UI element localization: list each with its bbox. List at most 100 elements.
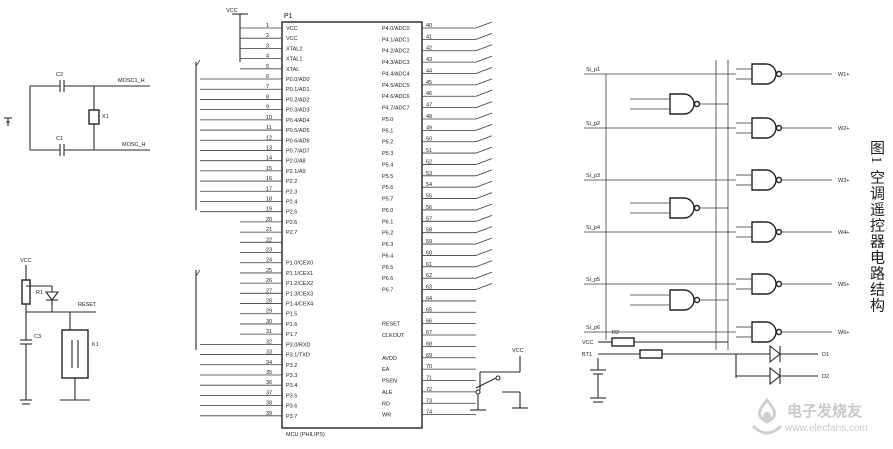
- mcu-right-pin-name: PSEN: [382, 379, 397, 385]
- mcu-right-pin-name: P5.3: [382, 151, 393, 157]
- capacitor-c2-label: C2: [56, 72, 63, 78]
- nand-gate-body: [751, 169, 777, 191]
- mcu-left-pin-name: P2.7: [286, 230, 297, 236]
- bus-entry: [475, 226, 493, 234]
- mcu-right-pin-number: 59: [426, 239, 432, 245]
- nand-gate-body: [751, 117, 777, 139]
- mcu-right-pin-name: P6.2: [382, 231, 393, 237]
- battery-label: BT1: [582, 352, 592, 358]
- bus-entry: [475, 123, 493, 131]
- nand-gate-body: [669, 197, 695, 219]
- bus-entry: [475, 32, 493, 40]
- gate-output-label-1: W1+: [838, 72, 849, 78]
- reset-resistor-label: R1: [36, 290, 43, 296]
- led-resistor: [639, 349, 663, 359]
- nand-gate-mid-2: [669, 197, 701, 219]
- mcu-right-pin-name: P4.3/ADC3: [382, 60, 410, 66]
- mcu-right-pin-number: 64: [426, 296, 432, 302]
- mcu-left-pin-number: 21: [266, 227, 272, 233]
- mcu-left-pin-number: 9: [266, 105, 269, 111]
- mcu-left-pin-name: P1.3/CEX3: [286, 291, 313, 297]
- crystal-x1: [88, 109, 100, 125]
- vcc-label-gate: VCC: [582, 340, 594, 346]
- mcu-left-pin-name: P3.0/RXD: [286, 342, 310, 348]
- mcu-left-pin-name: P2.1/A9: [286, 169, 306, 175]
- watermark-icon: [751, 397, 783, 435]
- net-label-crystal-bottom: MOSC_H: [122, 142, 146, 148]
- mcu-left-pin-name: P2.4: [286, 199, 297, 205]
- mcu-right-pin-name: P6.1: [382, 219, 393, 225]
- bus-entry: [475, 271, 493, 279]
- nand-gate-bubble: [775, 228, 783, 236]
- bus-entry: [475, 192, 493, 199]
- nand-gate-body: [751, 321, 777, 343]
- mcu-left-pin-name: P1.6: [286, 322, 297, 328]
- gate-output-label-6: W6+: [838, 330, 849, 336]
- mcu-left-pin-number: 16: [266, 176, 272, 182]
- mcu-right-pin-number: 49: [426, 125, 432, 131]
- mcu-right-pin-name: ALE: [382, 390, 393, 396]
- mcu-left-pin-name: XTAL1: [286, 57, 302, 63]
- nand-gate-body: [751, 273, 777, 295]
- led-d2-label: D2: [822, 374, 829, 380]
- mcu-left-pin-number: 30: [266, 319, 272, 325]
- mcu-right-pin-name: P4.7/ADC7: [382, 106, 410, 112]
- bus-entry: [475, 55, 493, 63]
- nand-gate-body: [669, 289, 695, 311]
- mcu-right-pin-name: WR: [382, 413, 391, 419]
- net-label-reset: RESET: [78, 302, 97, 308]
- vcc-label-top: VCC: [226, 8, 238, 14]
- mcu-left-pin-number: 14: [266, 156, 272, 162]
- mcu-left-pin-name: P0.7/AD7: [286, 148, 310, 154]
- bus-entry: [475, 180, 493, 188]
- mcu-right-pin-name: CLKOUT: [382, 333, 405, 339]
- nand-gate-body: [669, 93, 695, 115]
- mcu-left-pin-name: P1.2/CEX2: [286, 281, 313, 287]
- mcu-right-pin-number: 42: [426, 46, 432, 52]
- mcu-left-pin-name: P1.7: [286, 332, 297, 338]
- gate-output-label-3: W3+: [838, 178, 849, 184]
- mcu-ref-label: P1: [284, 13, 293, 20]
- mcu-right-pin-name: P5.7: [382, 197, 393, 203]
- bus-entry: [475, 158, 493, 165]
- mcu-left-pin-number: 24: [266, 258, 272, 264]
- bus-entry: [475, 44, 493, 52]
- mcu-left-pin-name: P0.4/AD4: [286, 118, 310, 124]
- mcu-left-pin-name: VCC: [286, 36, 298, 42]
- mcu-left-pin-number: 26: [266, 278, 272, 284]
- mcu-left-pin-number: 18: [266, 196, 272, 202]
- nand-gate-bubble: [775, 70, 783, 78]
- mcu-right-pin-number: 57: [426, 216, 432, 222]
- gate-input-label-2: Si_p2: [586, 121, 600, 127]
- mcu-right-pin-number: 63: [426, 285, 432, 291]
- net-label-crystal-top: MOSC1_H: [118, 78, 145, 84]
- mcu-right-pin-number: 62: [426, 273, 432, 279]
- nand-gate-output-4: [751, 221, 783, 243]
- mcu-right-pin-number: 50: [426, 137, 432, 143]
- bus-entry: [475, 237, 493, 245]
- mcu-right-pin-name: P6.5: [382, 265, 393, 271]
- nand-gate-body: [751, 221, 777, 243]
- gate-resistor-label: R2: [612, 330, 619, 336]
- mcu-right-pin-number: 41: [426, 34, 432, 40]
- bus-entry: [195, 269, 201, 277]
- mcu-left-pin-name: P2.2: [286, 179, 297, 185]
- bus-entry: [475, 169, 493, 177]
- bus-entry: [475, 78, 493, 86]
- mcu-left-pin-name: P0.1/AD1: [286, 87, 310, 93]
- gate-output-label-4: W4+: [838, 230, 849, 236]
- mcu-right-pin-number: 44: [426, 68, 432, 74]
- mcu-left-pin-number: 7: [266, 84, 269, 90]
- gate-input-label-6: Si_p6: [586, 325, 600, 331]
- mcu-left-pin-name: P1.1/CEX1: [286, 271, 313, 277]
- nand-gate-output-3: [751, 169, 783, 191]
- relay-k1-label: K1: [92, 342, 99, 348]
- mcu-left-pin-name: P2.0/A8: [286, 159, 306, 165]
- nand-gate-mid-3: [669, 289, 701, 311]
- mcu-left-pin-name: VCC: [286, 26, 298, 32]
- watermark-logo: 电子发烧友 www.elecfans.com: [747, 396, 887, 446]
- mcu-left-pin-number: 1: [266, 23, 269, 29]
- mcu-left-pin-number: 39: [266, 411, 272, 417]
- mcu-right-pin-number: 40: [426, 23, 432, 29]
- bus-entry: [475, 89, 493, 97]
